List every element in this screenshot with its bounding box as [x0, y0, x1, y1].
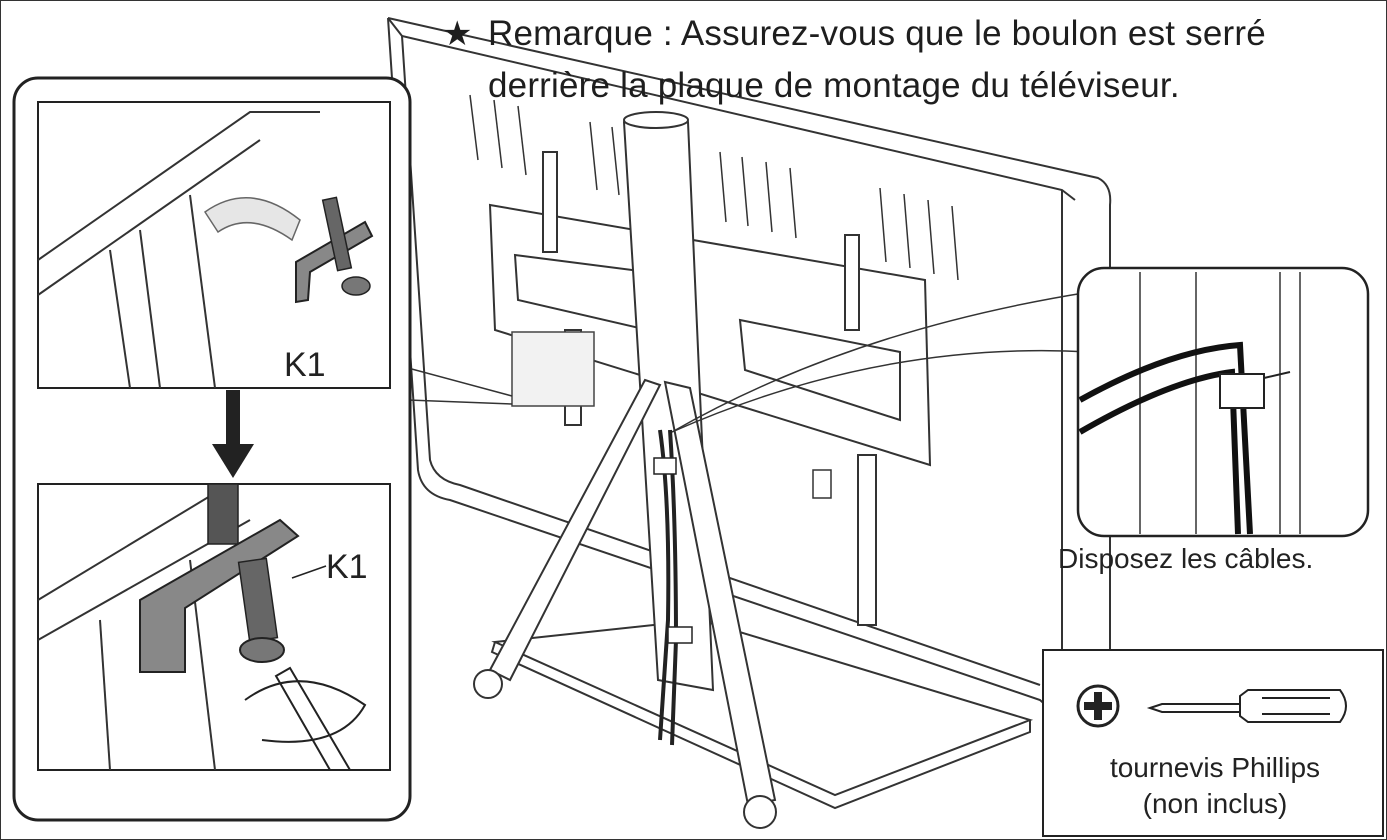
cable-caption: Disposez les câbles. [1058, 543, 1314, 574]
note-line-2: derrière la plaque de montage du télévis… [488, 66, 1180, 105]
inset-bottom-picture [37, 483, 391, 771]
star-icon: ★ [442, 15, 473, 53]
mounting-plate [488, 151, 932, 626]
detail-inset-right [1076, 266, 1370, 538]
part-label-k1-bottom: K1 [326, 548, 368, 586]
inset-top-picture [37, 101, 391, 389]
detail-highlight-box [511, 331, 595, 407]
base-plate [490, 618, 1034, 810]
screwdriver-icon [1146, 689, 1347, 723]
cable-bundle [653, 429, 693, 746]
stand-legs [473, 378, 777, 829]
tool-note: (non inclus) [1142, 788, 1288, 819]
bolt-marker [812, 469, 832, 499]
tv-back-panel [387, 17, 1112, 800]
down-arrow-icon [212, 390, 254, 478]
part-label-k1-top: K1 [284, 346, 326, 384]
phillips-icon [1076, 684, 1120, 728]
note-text: ★ Remarque : Assurez-vous que le boulon … [442, 8, 1266, 112]
tool-name: tournevis Phillips [1109, 752, 1321, 783]
tool-box [1042, 649, 1384, 837]
note-line-1: Remarque : Assurez-vous que le boulon es… [488, 14, 1266, 53]
